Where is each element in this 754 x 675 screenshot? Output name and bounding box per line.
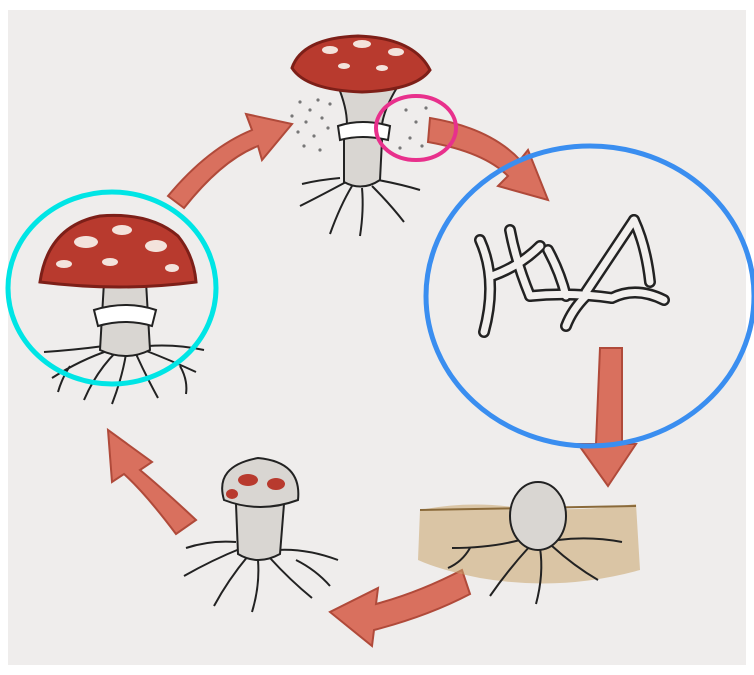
mature-ring xyxy=(94,305,156,326)
top-ring xyxy=(338,122,390,140)
button-bulb xyxy=(510,482,566,550)
young-stem xyxy=(236,504,284,560)
